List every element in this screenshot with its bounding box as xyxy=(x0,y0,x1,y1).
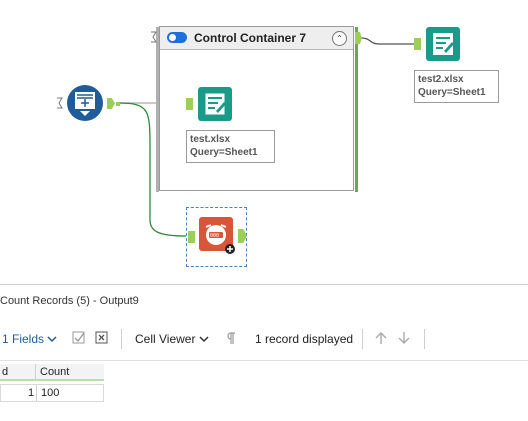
check-icon[interactable] xyxy=(72,331,86,345)
toolbar-divider xyxy=(424,329,425,349)
pilcrow-icon[interactable] xyxy=(225,331,239,345)
svg-text:000: 000 xyxy=(210,233,219,239)
container-output-anchor[interactable] xyxy=(355,32,362,44)
container-toggle-switch[interactable] xyxy=(167,32,187,43)
output2-annotation: test2.xlsx Query=Sheet1 xyxy=(414,70,499,103)
table-row[interactable]: 1 100 xyxy=(0,384,104,402)
close-box-icon[interactable] xyxy=(95,331,109,345)
count-records-input-anchor[interactable] xyxy=(188,231,195,243)
container-tool-annotation: test.xlsx Query=Sheet1 xyxy=(186,130,275,163)
column-header-record[interactable]: d xyxy=(2,366,9,378)
cell-viewer-dropdown[interactable]: Cell Viewer xyxy=(135,332,196,346)
annotation-filename: test2.xlsx xyxy=(418,74,464,85)
grid-header-row: d Count xyxy=(0,364,104,381)
container-right-edge xyxy=(355,27,358,192)
input-tool-output-anchor[interactable] xyxy=(107,98,115,109)
annotation-filename: test.xlsx xyxy=(190,134,231,145)
fields-dropdown[interactable]: 1 Fields xyxy=(2,332,45,346)
workflow-canvas[interactable]: Control Container 7 ⌃ test.xlsx Query=Sh… xyxy=(0,0,528,284)
output-data-icon[interactable] xyxy=(424,26,464,62)
text-input-icon[interactable] xyxy=(66,84,106,124)
output-data-icon[interactable] xyxy=(196,86,236,122)
divider xyxy=(0,360,528,361)
cell-record: 1 xyxy=(28,387,35,399)
column-divider xyxy=(35,364,36,381)
chevron-down-icon[interactable] xyxy=(198,333,212,347)
anchor-dot xyxy=(116,102,120,106)
count-records-output-anchor[interactable] xyxy=(238,229,247,243)
toolbar-divider xyxy=(121,329,122,349)
arrow-down-icon[interactable] xyxy=(398,331,412,345)
results-toolbar: 1 Fields Cell Viewer 1 record displayed xyxy=(0,325,528,353)
annotation-query: Query=Sheet1 xyxy=(418,87,486,98)
container-header[interactable]: Control Container 7 ⌃ xyxy=(160,27,353,50)
arrow-up-icon[interactable] xyxy=(375,331,389,345)
container-input-anchor[interactable] xyxy=(150,31,158,43)
record-count-status: 1 record displayed xyxy=(255,332,354,346)
collapse-icon[interactable]: ⌃ xyxy=(332,31,347,46)
control-container[interactable]: Control Container 7 ⌃ xyxy=(156,26,358,192)
count-records-icon[interactable]: 000 xyxy=(197,215,237,255)
annotation-query: Query=Sheet1 xyxy=(190,147,258,158)
container-title: Control Container 7 xyxy=(194,31,307,45)
input-tool-anchor-marker xyxy=(57,97,63,109)
chevron-down-icon[interactable] xyxy=(46,333,60,347)
column-divider xyxy=(36,385,37,401)
count-records-selection[interactable] xyxy=(186,207,247,267)
toolbar-divider xyxy=(362,329,363,349)
results-title: Count Records (5) - Output9 xyxy=(0,295,139,307)
container-tool-input-anchor[interactable] xyxy=(186,98,193,110)
output2-input-anchor[interactable] xyxy=(414,38,421,50)
cell-count: 100 xyxy=(41,387,60,399)
column-header-count[interactable]: Count xyxy=(40,366,70,378)
results-panel: Count Records (5) - Output9 1 Fields Cel… xyxy=(0,284,528,421)
container-left-edge xyxy=(156,27,159,192)
